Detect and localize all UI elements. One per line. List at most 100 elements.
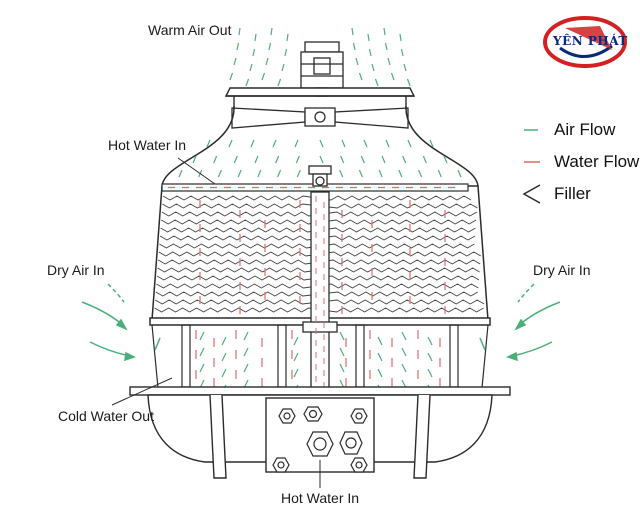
air-dash [390, 72, 395, 81]
air-dash [384, 42, 388, 51]
air-dash [355, 57, 359, 66]
legend-filler-chevron [522, 184, 541, 204]
air-dash [199, 331, 205, 341]
air-dash [293, 352, 299, 362]
air-dash [295, 155, 300, 164]
tower-top-cap [224, 87, 416, 112]
central-pipe-water-dashes [315, 196, 325, 388]
air-dash [429, 139, 434, 148]
filler-row [160, 227, 476, 233]
dry-air-in-left-arrows [81, 283, 161, 362]
legend-filler-label: Filler [554, 184, 591, 203]
air-dash [319, 139, 324, 148]
air-dash [383, 27, 386, 36]
air-dash [427, 368, 433, 378]
air-dash [457, 169, 462, 178]
air-dash [217, 169, 222, 178]
air-dash [407, 139, 412, 148]
filler-row [160, 219, 477, 225]
air-dash [400, 48, 404, 57]
air-dash [358, 72, 363, 81]
air-dash [261, 72, 266, 81]
air-dash [296, 169, 301, 178]
air-dash [339, 169, 344, 178]
air-dash [319, 155, 324, 164]
cold-water-out-label: Cold Water Out [58, 408, 154, 424]
air-dash [351, 27, 354, 36]
air-dash [243, 331, 249, 341]
air-dash [367, 33, 370, 42]
air-dash [360, 155, 365, 164]
air-dash [398, 169, 403, 178]
logo-text: YÊN PHÁT [553, 34, 628, 48]
air-dash [286, 33, 289, 42]
air-dash [401, 363, 407, 373]
air-dash [243, 363, 249, 373]
air-dash [199, 363, 205, 373]
air-dash [178, 169, 183, 178]
air-dash [341, 139, 346, 148]
filler-row [159, 235, 476, 241]
air-dash [221, 336, 227, 346]
filler-row [159, 243, 475, 249]
air-dash [358, 169, 363, 178]
air-dash [339, 347, 345, 357]
air-dash [236, 42, 240, 51]
air-dash [427, 336, 433, 346]
air-dash [245, 78, 250, 87]
air-dash [268, 42, 272, 51]
air-dash [254, 33, 257, 42]
air-dash [403, 63, 407, 72]
leader-lines [111, 157, 321, 488]
dry-air-in-left-label: Dry Air In [47, 262, 105, 278]
air-dash [221, 368, 227, 378]
rain-zone-water-dashes [195, 330, 441, 387]
air-dash [443, 155, 448, 164]
legend-air-flow-label: Air Flow [554, 120, 616, 139]
air-dash [265, 57, 269, 66]
fan-blades [231, 107, 409, 129]
air-dash [233, 155, 238, 164]
air-dash [293, 336, 299, 346]
air-dash [237, 169, 242, 178]
air-dash [277, 78, 282, 87]
air-dash [377, 368, 383, 378]
air-dash [427, 352, 433, 362]
air-dash [387, 57, 391, 66]
dry-air-in-right-arrows [479, 283, 561, 362]
legend-water-flow-label: Water Flow [554, 152, 640, 171]
air-dash [243, 347, 249, 357]
air-dash [340, 155, 345, 164]
air-dash [418, 169, 423, 178]
air-dash [275, 155, 280, 164]
air-dash [422, 155, 427, 164]
air-dash [229, 72, 234, 81]
air-dash [363, 139, 368, 148]
air-dash [399, 33, 402, 42]
air-dash [401, 347, 407, 357]
air-dash [402, 155, 407, 164]
basin-outlets [272, 406, 368, 473]
air-dash [284, 48, 288, 57]
warm-air-out-dashes [229, 27, 411, 87]
air-dash [339, 331, 345, 341]
air-dash [437, 169, 442, 178]
hot-water-in-bottom-label: Hot Water In [281, 490, 360, 506]
air-dash [199, 347, 205, 357]
air-dash [377, 352, 383, 362]
air-dash [377, 336, 383, 346]
air-dash [192, 155, 197, 164]
air-dash [406, 78, 411, 87]
air-dash [401, 331, 407, 341]
inner-air-flow-dashes [178, 139, 462, 178]
company-logo [543, 16, 627, 68]
air-dash [281, 63, 285, 72]
air-dash [339, 363, 345, 373]
air-dash [206, 139, 211, 148]
air-dash [272, 139, 277, 148]
air-dash [250, 139, 255, 148]
air-dash [228, 139, 233, 148]
air-dash [381, 155, 386, 164]
